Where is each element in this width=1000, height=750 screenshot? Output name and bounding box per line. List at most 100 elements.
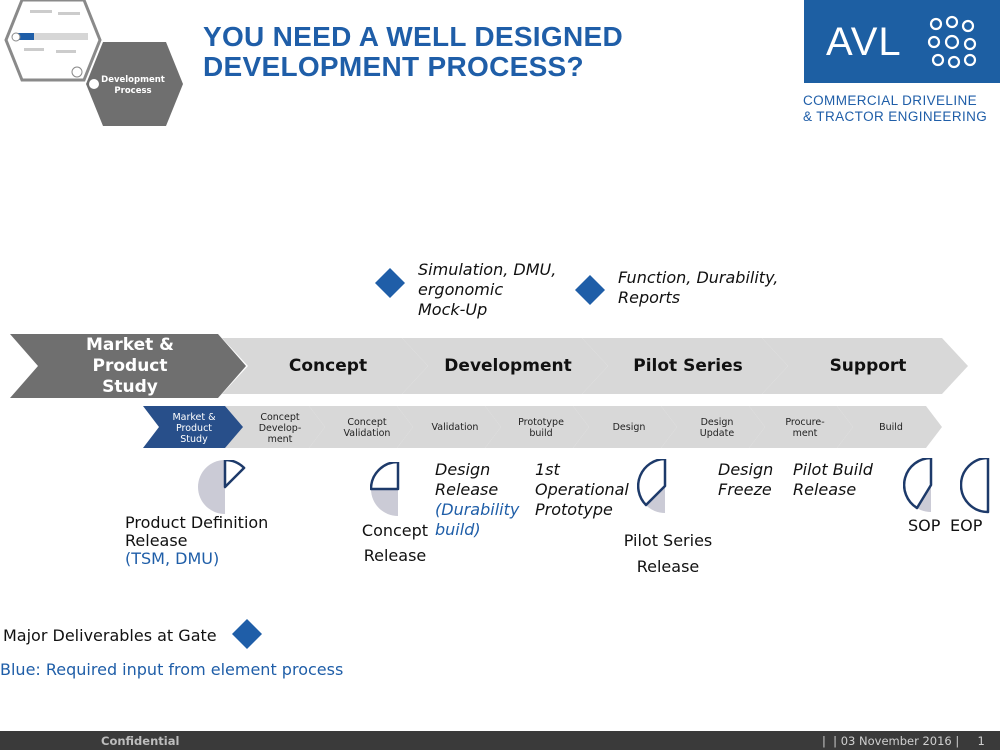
page-title-line1: YOU NEED A WELL DESIGNED [203, 21, 623, 52]
overview-dot [11, 32, 21, 42]
subphase-market-line1: Market & [172, 412, 216, 423]
deliverable-diamond-icon [375, 268, 405, 298]
development-process-dot [89, 79, 99, 89]
subphase-chevron-design-update[interactable] [661, 406, 765, 448]
phase-label-market-line1: Market & [85, 335, 175, 355]
gate-pbr-line2: Release [793, 480, 857, 499]
nav-hex-label-line1: Development [101, 75, 165, 85]
subphase-chevron-procurement[interactable] [749, 406, 853, 448]
subphase-cv-line2: Validation [343, 428, 391, 439]
gate-label-design-freeze: Design Freeze [718, 460, 773, 500]
brand-subtitle: COMMERCIAL DRIVELINE & TRACTOR ENGINEERI… [803, 93, 987, 125]
gate-marker-pilot-series [637, 459, 667, 513]
subphase-market-line3: Study [180, 434, 208, 445]
subphase-chevron-build[interactable] [837, 406, 942, 448]
gate-psr-line1: Pilot Series [623, 531, 713, 550]
subphase-label-design: Design [612, 422, 646, 433]
gate-marker-concept-release [370, 462, 400, 516]
gate-dr-line4: build) [435, 520, 481, 539]
gate-marker-sop [903, 458, 933, 512]
subphase-chevron-design[interactable] [573, 406, 677, 448]
development-process-hexagon[interactable] [86, 42, 183, 126]
brand-subtitle-line2: & TRACTOR ENGINEERING [803, 109, 988, 124]
nav-hex-label-line2: Process [114, 86, 151, 96]
subphase-chevrons [143, 406, 942, 448]
subphase-pr-line2: ment [792, 428, 818, 439]
gate-pbr-line1: Pilot Build [793, 460, 873, 479]
gate-pd-line3: (TSM, DMU) [125, 549, 220, 568]
subphase-label-prototype-build: Prototype build [507, 417, 575, 439]
subphase-du-line2: Update [699, 428, 735, 439]
overview-dot [71, 66, 83, 78]
subphase-pb-line1: Prototype [518, 417, 564, 428]
gate-label-design-release: Design Release (Durability build) [435, 460, 519, 540]
phase-label-support: Support [829, 356, 907, 376]
deliverable-simulation-line2: ergonomic [418, 280, 504, 299]
gate-label-eop: EOP [950, 516, 983, 535]
overview-thumbnail-line [24, 48, 44, 51]
page-title-line2: DEVELOPMENT PROCESS? [203, 51, 584, 82]
gate-label-sop: SOP [908, 516, 941, 535]
gate-pd-line2: Release [125, 531, 188, 550]
phase-label-market-line3: Study [102, 377, 158, 397]
gate-label-operational-prototype: 1st Operational Prototype [535, 460, 629, 520]
phase-chevron-support[interactable] [762, 338, 968, 394]
subphase-label-procurement: Procure- ment [771, 417, 839, 439]
phase-label-market-study: Market & Product Study [62, 335, 198, 398]
phase-label-market-line2: Product [92, 356, 168, 376]
subphase-chevron-concept-development[interactable] [221, 406, 325, 448]
subphase-du-line1: Design [700, 417, 734, 428]
gate-dr-line3: (Durability [435, 500, 520, 519]
gate-op-line1: 1st [535, 460, 560, 479]
phase-chevron-concept[interactable] [222, 338, 428, 394]
subphase-chevron-market-study[interactable] [143, 406, 243, 448]
subphase-chevron-concept-validation[interactable] [309, 406, 413, 448]
phase-label-concept: Concept [288, 356, 368, 376]
gate-dr-line1: Design [435, 460, 491, 479]
gate-label-concept-release: Concept Release [360, 518, 430, 568]
gate-op-line3: Prototype [535, 500, 613, 519]
brand-logo-text: AVL [826, 20, 902, 64]
deliverable-function-line1: Function, Durability, [618, 268, 779, 287]
brand-logo [804, 0, 1000, 83]
gate-dr-line2: Release [435, 480, 499, 499]
gate-label-product-definition: Product Definition Release (TSM, DMU) [125, 514, 268, 568]
gate-marker-product-definition [198, 460, 246, 514]
phase-chevron-market-study[interactable] [10, 334, 246, 398]
gate-marker-eop [960, 458, 990, 514]
subphase-chevron-prototype-build[interactable] [485, 406, 589, 448]
subphase-pb-line2: build [529, 428, 553, 439]
page-title: YOU NEED A WELL DESIGNED DEVELOPMENT PRO… [203, 22, 623, 82]
legend-deliverables: Major Deliverables at Gate [3, 626, 217, 645]
overview-thumbnail-line [58, 12, 80, 15]
overview-thumbnail-line [30, 10, 52, 13]
subphase-label-design-update: Design Update [683, 417, 751, 439]
overview-thumbnail-line [56, 50, 76, 53]
subphase-pr-line1: Procure- [785, 417, 825, 428]
phase-label-development: Development [444, 356, 572, 376]
subphase-chevron-validation[interactable] [397, 406, 501, 448]
subphase-market-line2: Product [175, 423, 213, 434]
subphase-cv-line1: Concept [347, 417, 387, 428]
footer-confidential: Confidential [101, 734, 180, 748]
subphase-label-build: Build [879, 422, 903, 433]
subphase-label-market-study: Market & Product Study [164, 412, 224, 445]
deliverable-function: Function, Durability, Reports [618, 268, 778, 308]
nav-hexagons: Development Process [4, 0, 183, 126]
deliverable-simulation-line1: Simulation, DMU, [418, 260, 557, 279]
phase-chevrons [10, 334, 968, 398]
phase-chevron-development[interactable] [402, 338, 608, 394]
gate-psr-line2: Release [636, 557, 700, 576]
deliverable-simulation: Simulation, DMU, ergonomic Mock-Up [418, 260, 556, 320]
gate-cr-line1: Concept [361, 521, 429, 540]
legend-blue-note: Blue: Required input from element proces… [0, 660, 344, 679]
gate-df-line2: Freeze [718, 480, 772, 499]
deliverable-simulation-line3: Mock-Up [418, 300, 488, 319]
deliverable-function-line2: Reports [618, 288, 681, 307]
subphase-label-concept-validation: Concept Validation [333, 417, 401, 439]
gate-label-pilot-build-release: Pilot Build Release [793, 460, 873, 500]
subphase-label-concept-development: Concept Develop- ment [246, 412, 314, 445]
phase-chevron-pilot-series[interactable] [582, 338, 788, 394]
gate-label-pilot-series-release: Pilot Series Release [610, 528, 726, 580]
footer-date: | | 03 November 2016 | 1 [822, 734, 985, 748]
